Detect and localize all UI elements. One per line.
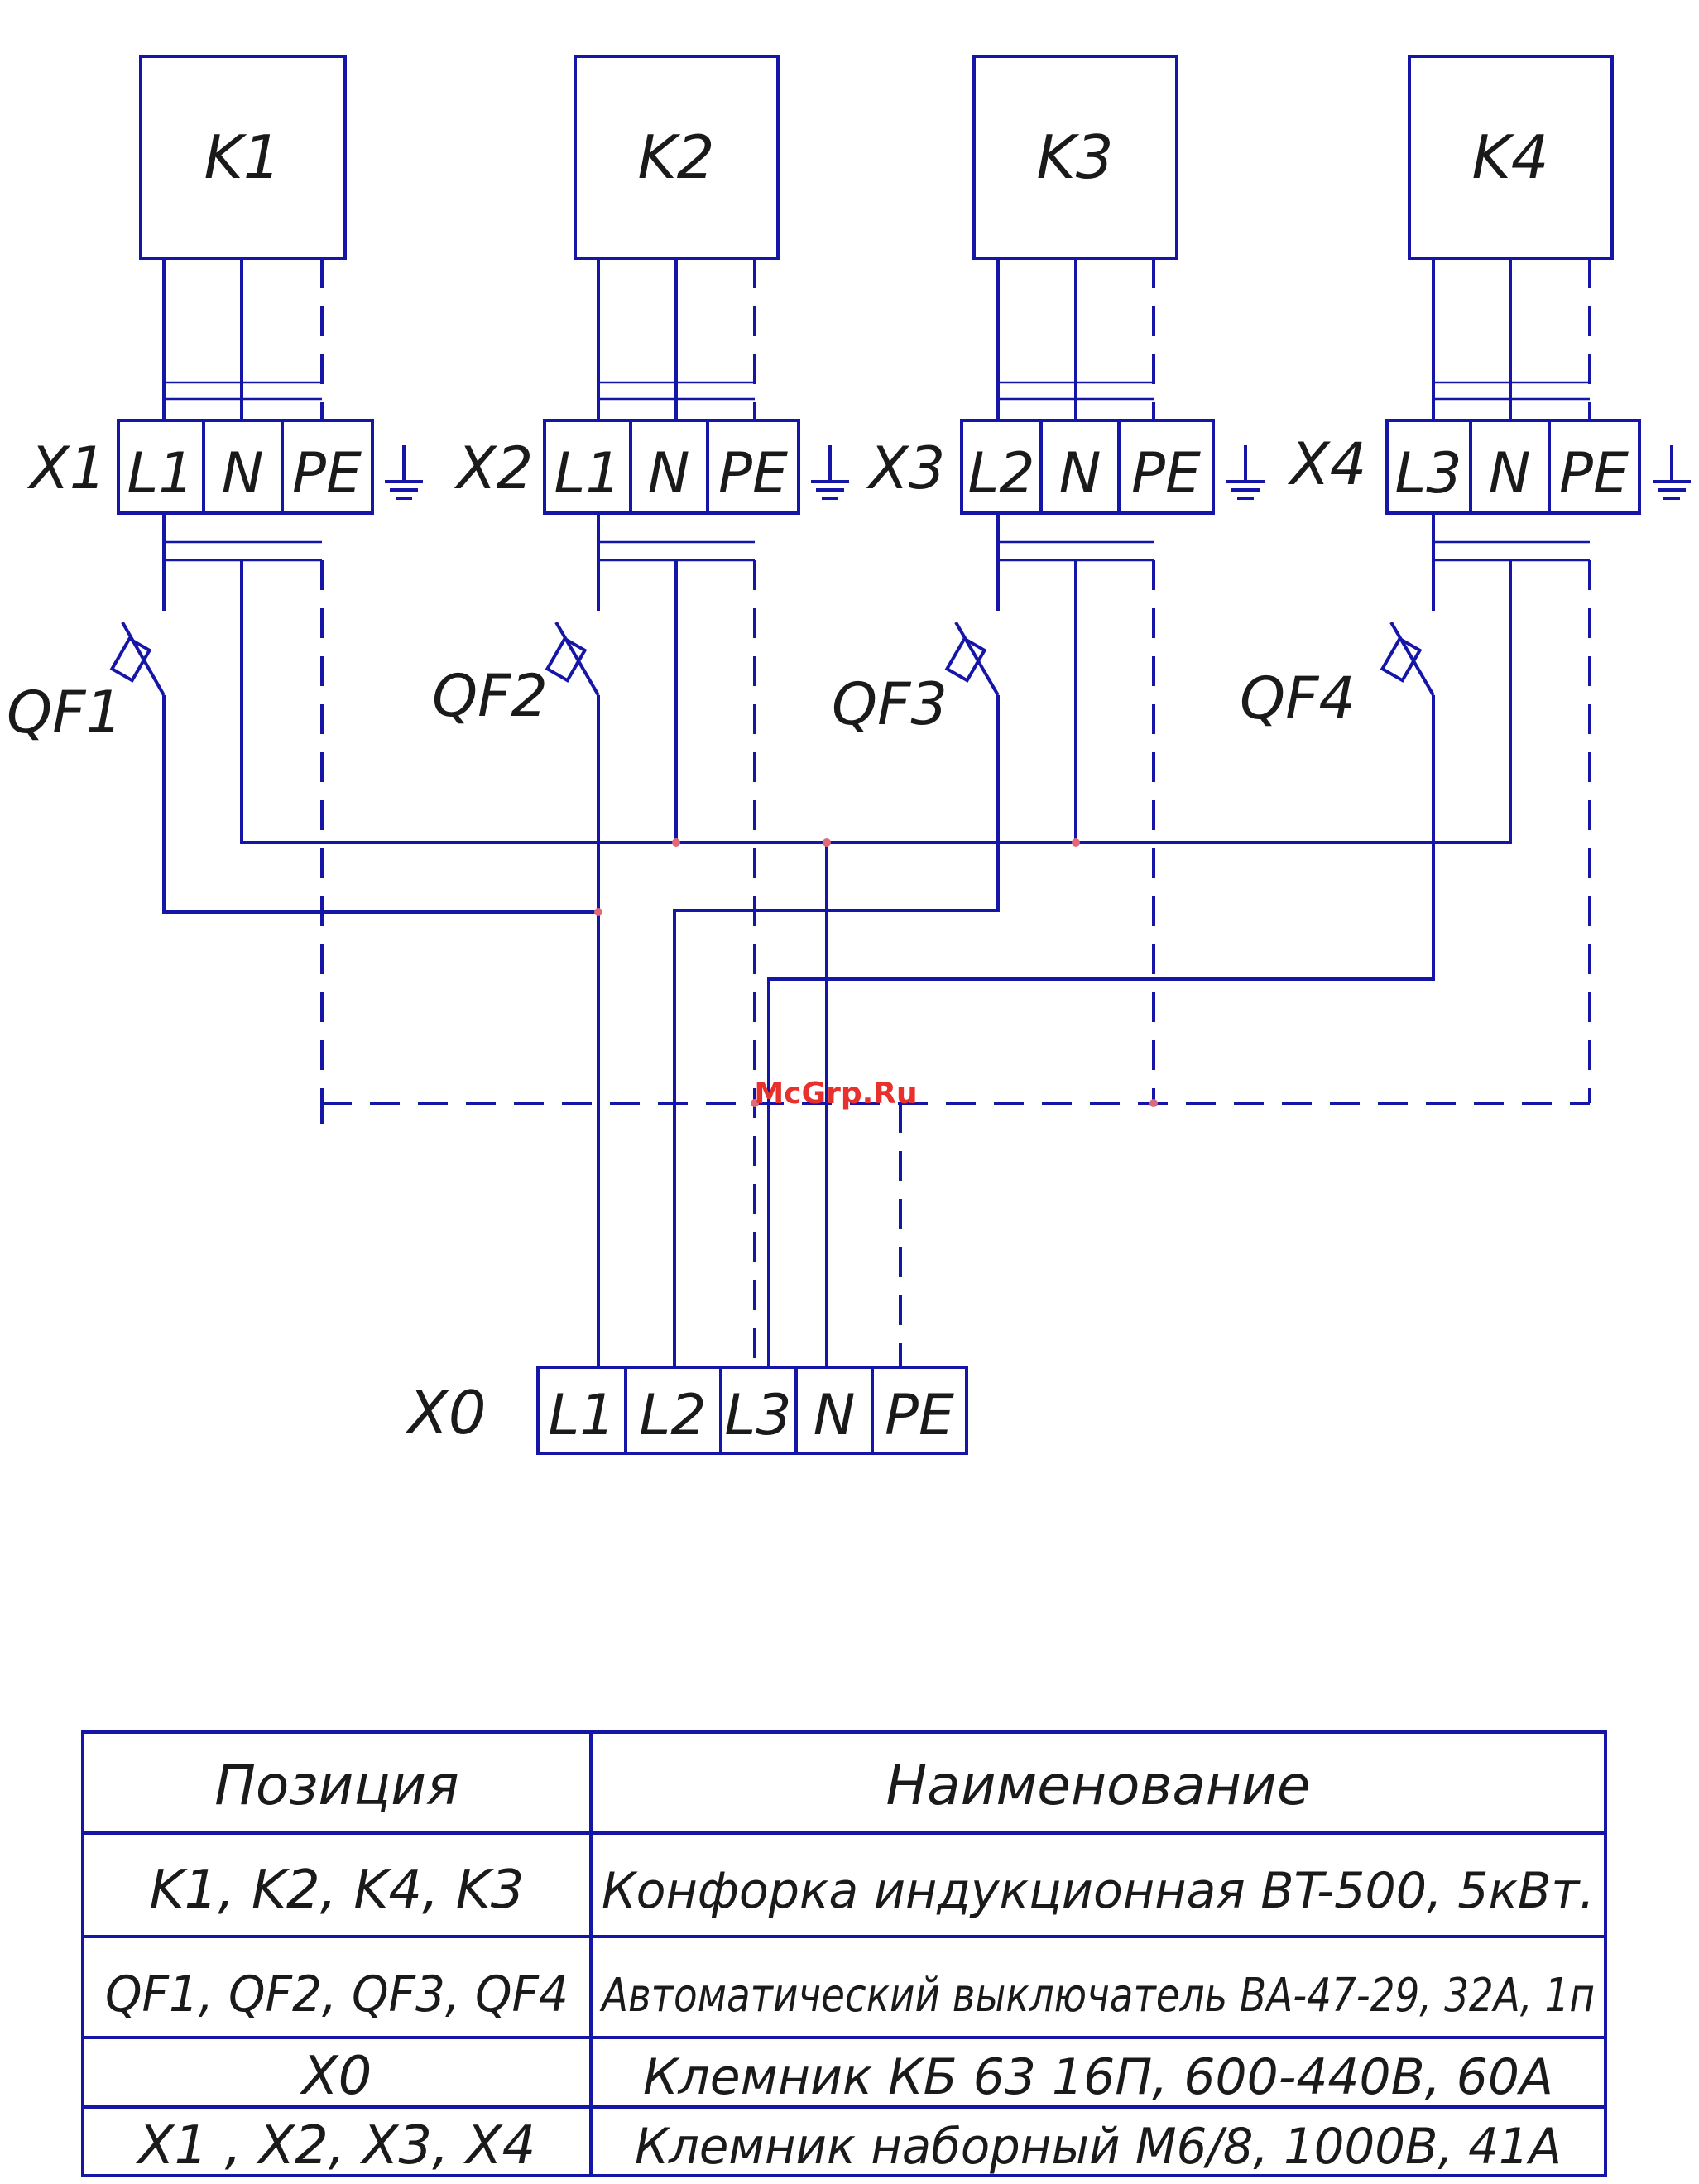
table-cell: X0 [300, 2046, 372, 2107]
terminal-block-x1: X1 L1 N PE [26, 419, 423, 515]
consumer-cables [162, 258, 1591, 420]
terminal-block-label: X2 [454, 434, 534, 502]
table-header-name: Наименование [886, 1754, 1311, 1817]
breaker-label: QF2 [432, 662, 548, 730]
terminal-label: PE [1131, 441, 1201, 506]
table-cell: Автоматический выключатель ВА-47-29, 32А… [599, 1969, 1595, 2023]
terminal-label: N [1489, 441, 1531, 506]
terminal-block-x4: X4 L3 N PE [1287, 419, 1691, 515]
table-cell: K1, K2, K4, K3 [150, 1860, 525, 1921]
breaker-label: QF4 [1240, 665, 1356, 732]
terminal-label: L2 [639, 1383, 706, 1448]
terminal-block-label: X4 [1287, 430, 1367, 498]
specification-table: Позиция Наименование K1, K2, K4, K3 Конф… [81, 1730, 1607, 2177]
watermark: McGrp.Ru [754, 1077, 917, 1111]
ground-icon [1653, 445, 1691, 500]
consumer-k3: K3 [972, 55, 1178, 260]
terminal-block-x3: X3 L2 N PE [866, 419, 1265, 515]
table-cell: Клемник наборный М6/8, 1000В, 41А [635, 2118, 1562, 2176]
consumer-label: K1 [204, 122, 281, 192]
terminal-label: L1 [548, 1383, 615, 1448]
terminal-label: PE [885, 1383, 954, 1448]
terminal-block-label: X3 [866, 434, 946, 502]
terminal-label: N [814, 1383, 856, 1448]
terminal-label: PE [292, 441, 362, 506]
ground-icon [385, 445, 423, 500]
ground-icon [1226, 445, 1265, 500]
ground-icon [811, 445, 849, 500]
breaker-qf4: QF4 [1240, 621, 1435, 732]
table-header-position: Позиция [214, 1754, 459, 1817]
consumer-label: K4 [1471, 122, 1548, 192]
phase-and-neutral-wiring [162, 560, 1512, 1367]
consumer-label: K3 [1036, 122, 1113, 192]
terminal-block-x2: X2 L1 N PE [454, 419, 849, 515]
terminal-block-label: X1 [26, 434, 107, 502]
terminal-label: L3 [724, 1383, 791, 1448]
branch-cables [162, 513, 1590, 611]
breaker-qf2: QF2 [432, 621, 600, 730]
terminal-block-label: X0 [404, 1378, 486, 1447]
breaker-qf1: QF1 [7, 622, 166, 746]
consumer-k4: K4 [1408, 55, 1614, 260]
terminal-label: L1 [554, 441, 621, 506]
consumer-label: K2 [637, 122, 714, 192]
terminal-label: N [648, 441, 690, 506]
table-cell: Конфорка индукционная BT-500, 5кВт. [602, 1862, 1595, 1920]
breaker-qf3: QF3 [832, 621, 1000, 738]
breaker-label: QF3 [832, 670, 948, 738]
table-cell: X1 , X2, X3, X4 [136, 2115, 536, 2177]
table-cell: Клемник КБ 63 16П, 600-440В, 60А [643, 2048, 1553, 2106]
consumer-k2: K2 [574, 55, 780, 260]
terminal-label: L1 [127, 441, 194, 506]
terminal-label: L3 [1394, 441, 1461, 506]
terminal-label: N [222, 441, 264, 506]
table-cell: QF1, QF2, QF3, QF4 [105, 1966, 569, 2023]
terminal-label: L2 [967, 441, 1034, 506]
terminal-label: N [1059, 441, 1101, 506]
consumer-k1: K1 [139, 55, 347, 260]
breaker-label: QF1 [7, 679, 122, 746]
terminal-label: PE [1559, 441, 1629, 506]
main-terminal-x0: X0 L1 L2 L3 N PE [404, 1366, 968, 1455]
junction-dots [594, 838, 1158, 1107]
terminal-label: PE [718, 441, 788, 506]
protective-earth-wiring [320, 560, 1591, 1367]
